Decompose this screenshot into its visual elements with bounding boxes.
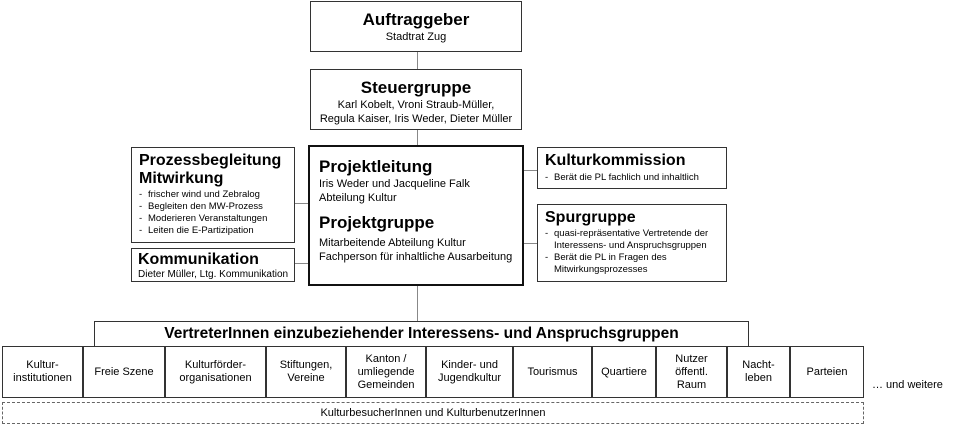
- category-line: öffentl.: [675, 365, 708, 378]
- steuergruppe-box: Steuergruppe Karl Kobelt, Vroni Straub-M…: [310, 69, 522, 130]
- spurgruppe-list: quasi-repräsentative Vertretende der Int…: [545, 228, 726, 276]
- connector-line: [295, 203, 308, 204]
- vertreter-box: VertreterInnen einzubeziehender Interess…: [94, 321, 749, 347]
- category-nachtleben: Nacht-leben: [727, 346, 790, 398]
- category-tourismus: Tourismus: [513, 346, 592, 398]
- category-kulturinstitutionen: Kultur-institutionen: [2, 346, 83, 398]
- steuergruppe-title: Steuergruppe: [360, 78, 472, 97]
- steuergruppe-members-line2: Regula Kaiser, Iris Weder, Dieter Müller: [319, 113, 513, 125]
- category-line: institutionen: [13, 372, 72, 384]
- list-item-line: Interessens- und Anspruchsgruppen: [554, 240, 707, 251]
- spurgruppe-box: Spurgruppe quasi-repräsentative Vertrete…: [537, 204, 727, 282]
- category-line: Quartiere: [601, 365, 647, 378]
- category-line: Kulturförder-: [184, 359, 247, 371]
- connector-line: [417, 286, 418, 321]
- category-line: organisationen: [179, 372, 252, 384]
- category-line: Nutzer: [675, 352, 708, 365]
- connector-line: [417, 52, 418, 69]
- projektleitung-title: Projektleitung: [319, 157, 433, 176]
- kulturkommission-title: Kulturkommission: [545, 152, 686, 169]
- list-item-line: Mitwirkungsprozesses: [554, 264, 648, 275]
- kulturkommission-box: Kulturkommission Berät die PL fachlich u…: [537, 147, 727, 189]
- kommunikation-subtitle: Dieter Müller, Ltg. Kommunikation: [138, 269, 289, 280]
- category-line: leben: [745, 372, 772, 384]
- category-freie-szene: Freie Szene: [83, 346, 165, 398]
- category-line: Kultur-: [26, 359, 59, 371]
- category-line: Gemeinden: [357, 378, 415, 391]
- connector-line: [295, 263, 308, 264]
- auftraggeber-box: Auftraggeber Stadtrat Zug: [310, 1, 522, 52]
- list-item-line: quasi-repräsentative Vertretende der: [554, 228, 709, 239]
- list-item: Berät die PL in Fragen des Mitwirkungspr…: [545, 252, 726, 276]
- kommunikation-box: Kommunikation Dieter Müller, Ltg. Kommun…: [131, 248, 295, 282]
- list-item: Berät die PL fachlich und inhaltlich: [545, 172, 726, 184]
- prozessbegleitung-title: Prozessbegleitung: [139, 152, 282, 169]
- list-item-line: Berät die PL in Fragen des: [554, 252, 667, 263]
- category-parteien: Parteien: [790, 346, 864, 398]
- prozessbegleitung-box: Prozessbegleitung Mitwirkung frischer wi…: [131, 147, 295, 243]
- list-item: Leiten die E-Partizipation: [139, 225, 294, 237]
- category-line: Jugendkultur: [438, 372, 501, 384]
- category-line: Tourismus: [527, 365, 578, 378]
- projektgruppe-line2: Fachperson für inhaltliche Ausarbeitung: [319, 251, 513, 263]
- kulturkommission-list: Berät die PL fachlich und inhaltlich: [545, 172, 726, 184]
- category-line: Nacht-: [742, 359, 775, 371]
- category-line: Freie Szene: [94, 365, 154, 378]
- connector-line: [524, 170, 537, 171]
- besucher-label: KulturbesucherInnen und KulturbenutzerIn…: [320, 407, 546, 419]
- und-weitere-label: … und weitere: [872, 379, 943, 391]
- category-line: Raum: [676, 378, 707, 391]
- besucher-box: KulturbesucherInnen und KulturbenutzerIn…: [2, 402, 864, 424]
- spurgruppe-title: Spurgruppe: [545, 209, 636, 226]
- list-item: Begleiten den MW-Prozess: [139, 201, 294, 213]
- projektleitung-line2: Abteilung Kultur: [319, 192, 397, 204]
- category-kulturfoerderorganisationen: Kulturförder-organisationen: [165, 346, 266, 398]
- auftraggeber-subtitle: Stadtrat Zug: [385, 31, 447, 43]
- kommunikation-title: Kommunikation: [138, 251, 259, 268]
- projektgruppe-line1: Mitarbeitende Abteilung Kultur: [319, 237, 466, 249]
- category-line: Kinder- und: [441, 359, 498, 371]
- mitwirkung-title: Mitwirkung: [139, 170, 224, 187]
- projektleitung-line1: Iris Weder und Jacqueline Falk: [319, 178, 470, 190]
- list-item: frischer wind und Zebralog: [139, 189, 294, 201]
- category-stiftungen-vereine: Stiftungen,Vereine: [266, 346, 346, 398]
- list-item: quasi-repräsentative Vertretende der Int…: [545, 228, 726, 252]
- projektgruppe-title: Projektgruppe: [319, 213, 435, 232]
- category-line: Vereine: [287, 372, 325, 384]
- vertreter-title: VertreterInnen einzubeziehender Interess…: [164, 325, 679, 342]
- prozessbegleitung-list: frischer wind und Zebralog Begleiten den…: [139, 189, 294, 237]
- steuergruppe-members-line1: Karl Kobelt, Vroni Straub-Müller,: [337, 99, 495, 111]
- connector-line: [417, 130, 418, 145]
- category-line: Parteien: [806, 365, 848, 378]
- list-item: Moderieren Veranstaltungen: [139, 213, 294, 225]
- category-line: Kanton /: [365, 352, 407, 365]
- category-line: Stiftungen,: [279, 359, 333, 371]
- projektleitung-box: Projektleitung Iris Weder und Jacqueline…: [308, 145, 524, 286]
- auftraggeber-title: Auftraggeber: [362, 10, 470, 29]
- connector-line: [524, 243, 537, 244]
- category-quartiere: Quartiere: [592, 346, 656, 398]
- category-line: umliegende: [357, 365, 415, 378]
